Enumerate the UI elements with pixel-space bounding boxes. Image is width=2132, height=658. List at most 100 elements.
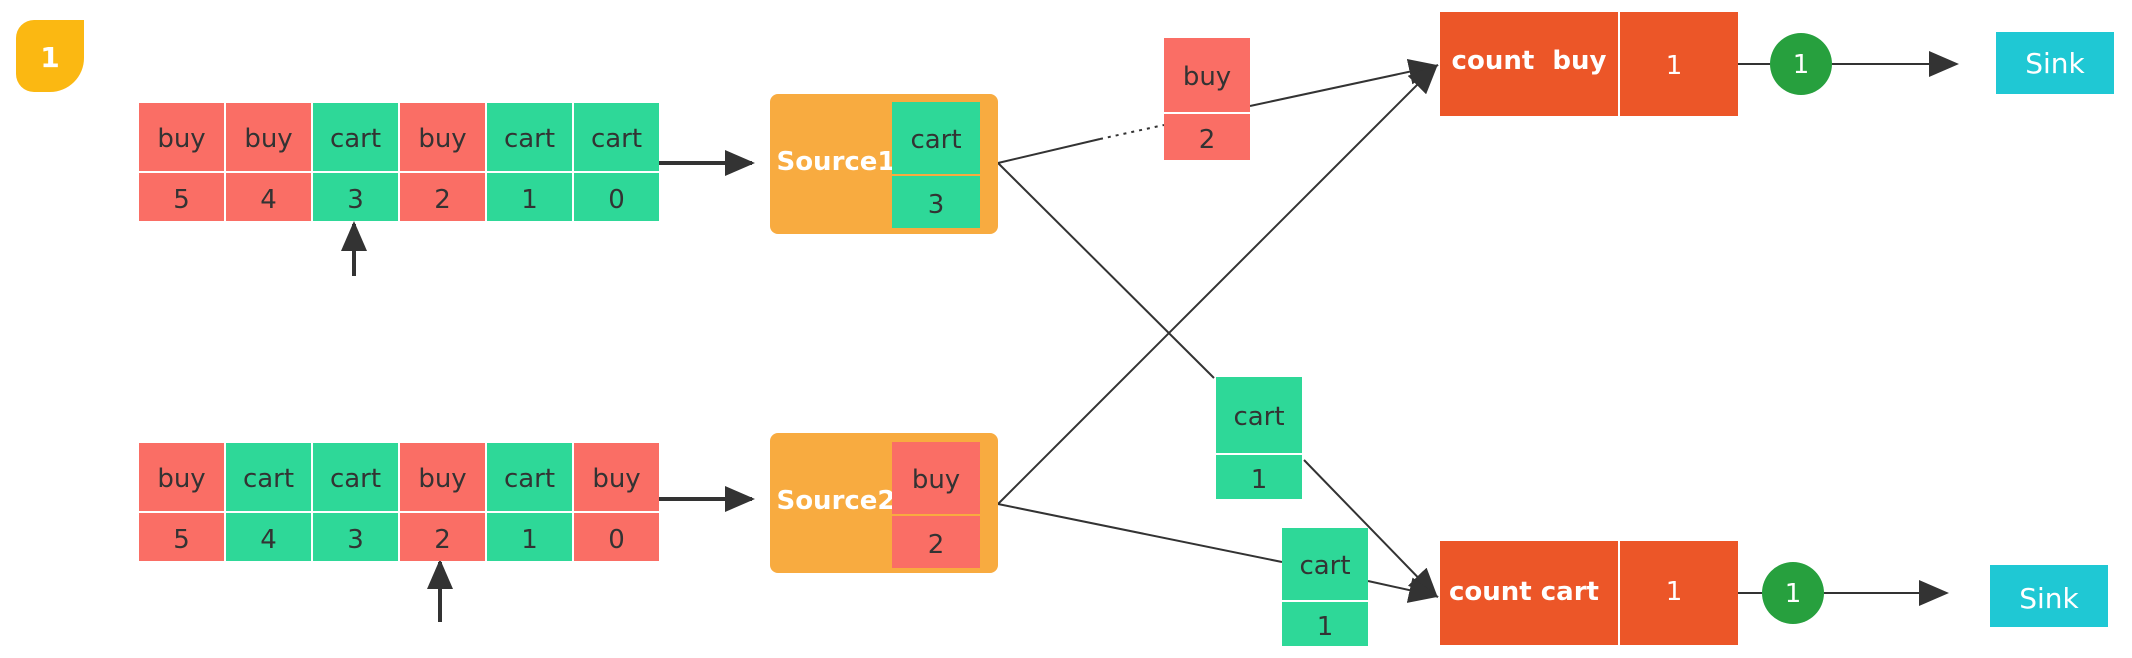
- stream-1-cell-2-offset: 3: [347, 185, 364, 215]
- stream-1-cell-5-offset-cell: [574, 173, 659, 221]
- stream-2-cell-0-label: buy: [157, 464, 205, 494]
- stream-1-cell-3-offset-cell: [400, 173, 485, 221]
- operator-count-cart: count cart 1 1 Sink: [1440, 541, 2108, 645]
- stream-2-cell-2-offset: 3: [347, 525, 364, 555]
- stream-1-cell-4-offset: 1: [521, 185, 538, 215]
- stream-1-cell-1-label: buy: [244, 124, 292, 154]
- step-badge: 1: [16, 20, 84, 92]
- in-flight-2: cart 1: [1282, 528, 1368, 646]
- stream-1-cell-4-label: cart: [504, 124, 555, 154]
- in-flight-0-label-cell: [1164, 38, 1250, 112]
- stream-1-cell-3-label: buy: [418, 124, 466, 154]
- stream-1-cell-5-label: cart: [591, 124, 642, 154]
- operator-count-buy-name: count buy: [1452, 46, 1607, 76]
- source-2: Source2 buy 2: [770, 433, 998, 573]
- token-cart: [1762, 562, 1824, 624]
- stream-1-cell-0: buy 5: [139, 103, 224, 221]
- sink-buy-label: Sink: [2025, 47, 2085, 80]
- stream-2-cell-1: cart 4: [226, 443, 311, 561]
- operator-count-cart-value-box: [1620, 541, 1738, 645]
- edge-source2-to-cart1b: [997, 503, 1283, 563]
- in-flight-2-offset: 1: [1317, 612, 1334, 642]
- edge-cart1-to-count-cart: [1303, 459, 1439, 599]
- token-buy-label: 1: [1793, 50, 1810, 80]
- source-1-record-cell-offset: 3: [928, 190, 945, 220]
- stream-1-cell-3-label-cell: [400, 103, 485, 171]
- operator-count-cart-name-box: [1440, 541, 1618, 645]
- stream-1-cell-4-label-cell: [487, 103, 572, 171]
- stream-1-cell-1-label-cell: [226, 103, 311, 171]
- in-flight-2-offset-cell: [1282, 602, 1368, 646]
- source-2-title: Source2: [776, 486, 895, 516]
- token-buy: [1770, 33, 1832, 95]
- source-2-record-cell-offset: 2: [928, 530, 945, 560]
- stream-2-cell-2-label-cell: [313, 443, 398, 511]
- in-flight-0: buy 2: [1164, 38, 1250, 160]
- stream-2-cell-3-label-cell: [400, 443, 485, 511]
- edge-source1-to-cart1: [997, 162, 1215, 379]
- in-flight-0-label: buy: [1183, 62, 1231, 92]
- operator-count-cart-value: 1: [1666, 577, 1683, 607]
- stream-1-cell-0-label-cell: [139, 103, 224, 171]
- stream-2-cell-4-label-cell: [487, 443, 572, 511]
- source-1-record-cell-offset-cell: [892, 176, 980, 228]
- in-flight-record-buy: buy 2: [1164, 38, 1250, 160]
- in-flight-1-offset: 1: [1251, 465, 1268, 495]
- connectors: [341, 51, 1959, 622]
- in-flight-1-offset-cell: [1216, 455, 1302, 499]
- stream-2-cell-1-label: cart: [243, 464, 294, 494]
- stream-1-cell-3-offset: 2: [434, 185, 451, 215]
- in-flight-0-offset: 2: [1199, 125, 1216, 155]
- source-2-record-cell-label: buy: [912, 465, 960, 495]
- operator-count-buy-value-box: [1620, 12, 1738, 116]
- stream-1-cell-0-label: buy: [157, 124, 205, 154]
- stream-1-cell-0-offset: 5: [173, 185, 190, 215]
- edge-source2-to-count-buy: [997, 63, 1439, 505]
- stream-2-cell-0-offset-cell: [139, 513, 224, 561]
- stream-2-cell-2-offset-cell: [313, 513, 398, 561]
- source-1-record-cell: cart 3: [892, 102, 980, 228]
- token-cart-label: 1: [1785, 579, 1802, 609]
- in-flight-1-label-cell: [1216, 377, 1302, 453]
- stream-2-cell-4-offset: 1: [521, 525, 538, 555]
- edge-cart1b-to-count-cart: [1367, 577, 1439, 603]
- source-2-record: buy 2: [892, 442, 980, 568]
- stream-1-cell-1-offset-cell: [226, 173, 311, 221]
- stream-2-cell-4-label: cart: [504, 464, 555, 494]
- edge-buy2-to-count-buy: [1249, 58, 1439, 107]
- source-1-record-cell-label: cart: [910, 125, 961, 155]
- badge-label: 1: [40, 41, 59, 74]
- sink-cart-label: Sink: [2019, 582, 2079, 615]
- stream-2-cell-4-offset-cell: [487, 513, 572, 561]
- stream-1-cell-4: cart 1: [487, 103, 572, 221]
- edge-source1-to-buy2: [997, 138, 1101, 164]
- stream-2-cell-3-offset-cell: [400, 513, 485, 561]
- stream-1-cell-2-offset-cell: [313, 173, 398, 221]
- operator-count-cart-name: count cart: [1449, 577, 1599, 607]
- stream-2-cell-1-offset-cell: [226, 513, 311, 561]
- stream-2-cell-1-offset: 4: [260, 525, 277, 555]
- stream-1-cell-5-label-cell: [574, 103, 659, 171]
- source-1-record-cell-label-cell: [892, 102, 980, 174]
- stream-2-cell-5-label: buy: [592, 464, 640, 494]
- stream-1-cell-4-offset-cell: [487, 173, 572, 221]
- operator-count-buy: count buy 1 1 Sink: [1440, 12, 2114, 116]
- stream-2-cell-5-offset-cell: [574, 513, 659, 561]
- stream-1-cell-0-offset-cell: [139, 173, 224, 221]
- stream-2-cell-3-offset: 2: [434, 525, 451, 555]
- in-flight-2-label: cart: [1299, 551, 1350, 581]
- stream-1-cell-3: buy 2: [400, 103, 485, 221]
- operator-count-buy-value: 1: [1666, 51, 1683, 81]
- badge-shape: [16, 20, 84, 92]
